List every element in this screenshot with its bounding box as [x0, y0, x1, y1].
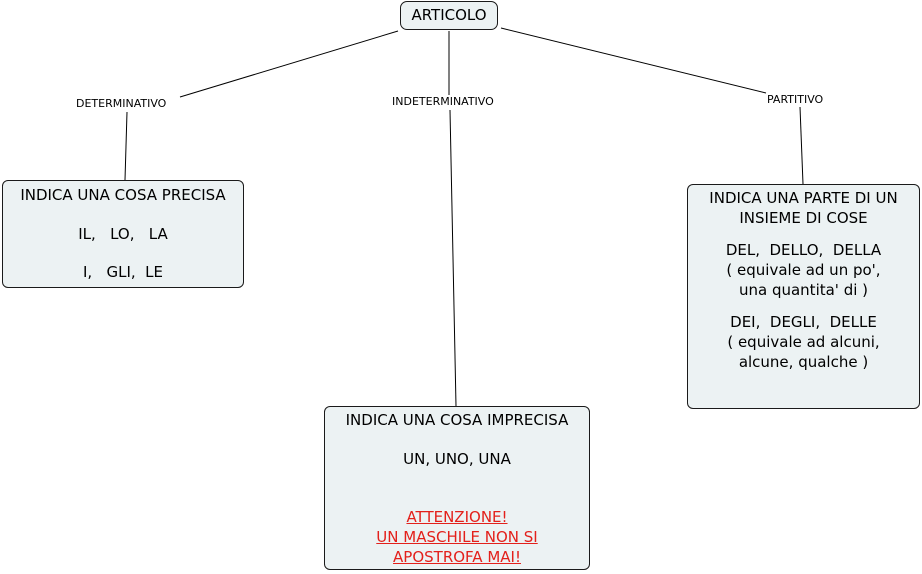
- connector-root-partitivo: [500, 27, 767, 94]
- partitivo-title-2: INSIEME DI COSE: [739, 209, 868, 227]
- node-indeterminativo[interactable]: INDICA UNA COSA IMPRECISA UN, UNO, UNA A…: [324, 406, 590, 570]
- indeterminativo-forms: UN, UNO, UNA: [403, 450, 511, 468]
- root-node-articolo[interactable]: ARTICOLO: [400, 1, 498, 30]
- indeterminativo-title: INDICA UNA COSA IMPRECISA: [345, 411, 569, 429]
- spacer: [688, 228, 919, 240]
- spacer: [325, 430, 589, 449]
- partitivo-singular: DEL, DELLO, DELLA: [725, 241, 882, 259]
- partitivo-singular-note-1: ( equivale ad un po',: [726, 261, 881, 279]
- spacer: [325, 469, 589, 507]
- edge-label-indeterminativo: INDETERMINATIVO: [391, 95, 495, 109]
- edge-label-partitivo: PARTITIVO: [766, 93, 825, 107]
- indeterminativo-warning-3: APOSTROFA MAI!: [393, 548, 521, 566]
- spacer: [3, 244, 243, 262]
- partitivo-title-1: INDICA UNA PARTE DI UN: [709, 189, 898, 207]
- edge-label-determinativo: DETERMINATIVO: [75, 97, 168, 111]
- partitivo-singular-note-2: una quantita' di ): [738, 281, 869, 299]
- connector-indeterminativo-node: [449, 109, 457, 407]
- node-determinativo[interactable]: INDICA UNA COSA PRECISA IL, LO, LA I, GL…: [2, 180, 244, 288]
- partitivo-plural-note-1: ( equivale ad alcuni,: [727, 333, 880, 351]
- indeterminativo-warning-2: UN MASCHILE NON SI: [376, 528, 538, 546]
- partitivo-plural: DEI, DEGLI, DELLE: [730, 313, 877, 331]
- node-partitivo[interactable]: INDICA UNA PARTE DI UN INSIEME DI COSE D…: [687, 184, 920, 409]
- determinativo-title: INDICA UNA COSA PRECISA: [20, 186, 226, 204]
- connector-determinativo-node: [124, 111, 128, 181]
- indeterminativo-warning-1: ATTENZIONE!: [406, 508, 508, 526]
- connector-root-determinativo: [179, 30, 399, 98]
- determinativo-plural: I, GLI, LE: [82, 263, 164, 281]
- determinativo-singular: IL, LO, LA: [78, 225, 168, 243]
- connector-partitivo-node: [799, 106, 804, 185]
- root-label: ARTICOLO: [411, 6, 487, 24]
- partitivo-plural-note-2: alcune, qualche ): [738, 353, 869, 371]
- spacer: [3, 205, 243, 224]
- spacer: [688, 300, 919, 312]
